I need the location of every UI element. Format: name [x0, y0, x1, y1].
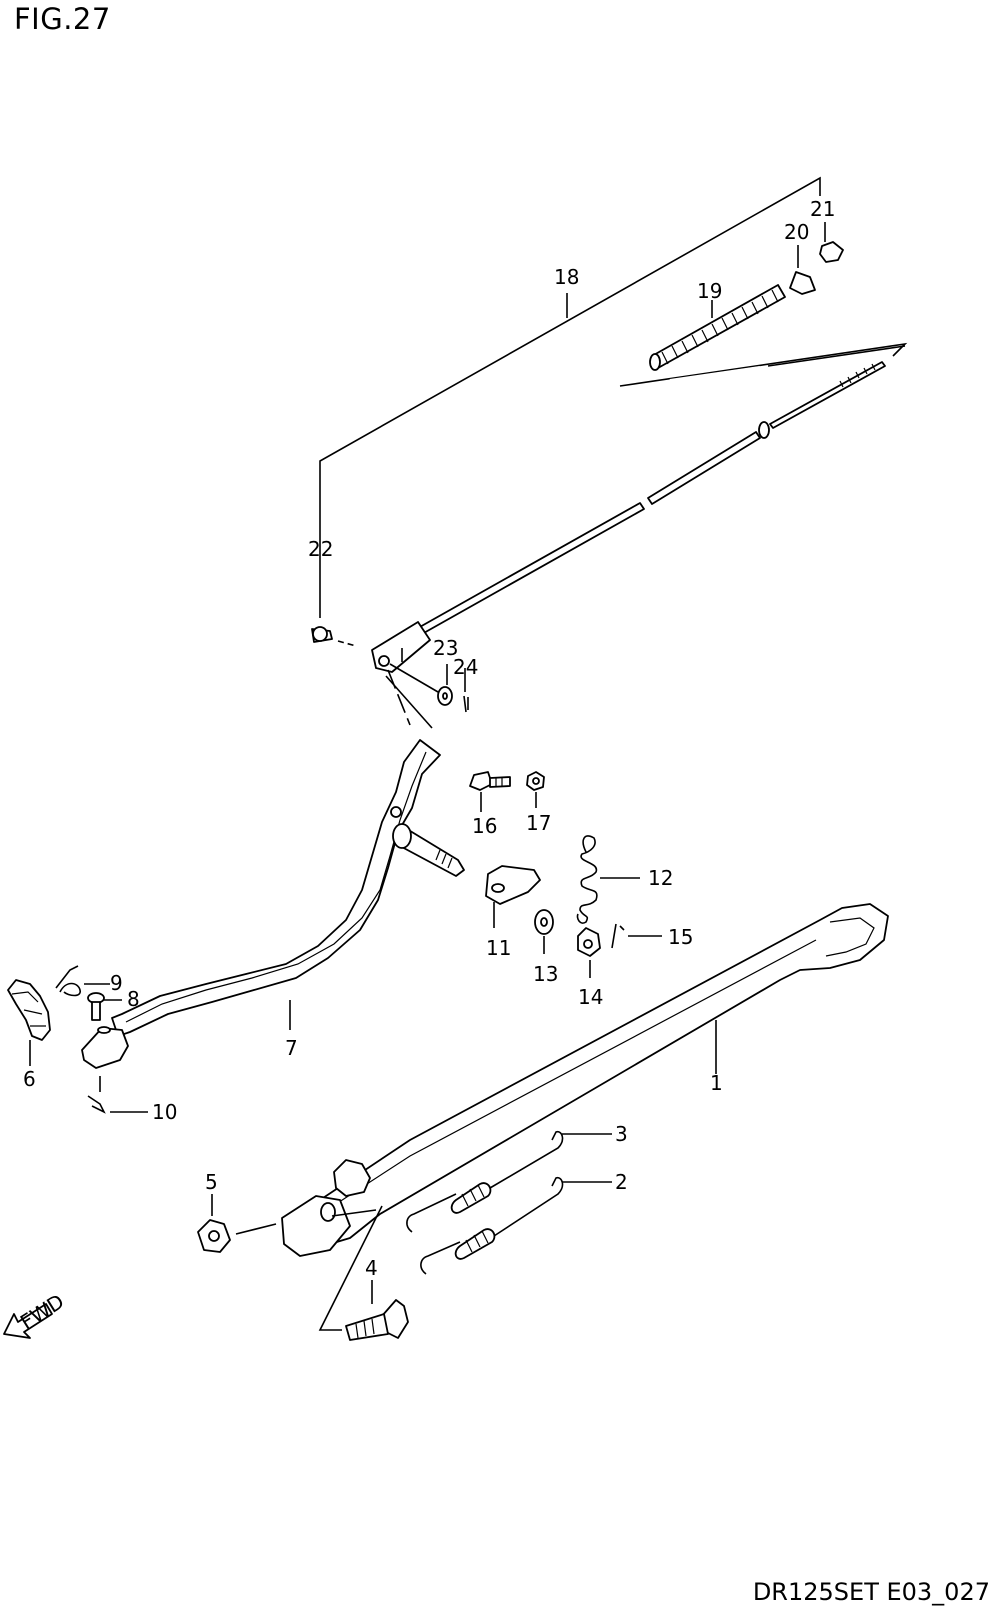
callout-10: 10: [152, 1100, 177, 1124]
callout-8: 8: [127, 987, 140, 1011]
diagram-code: DR125SET E03_027: [752, 1578, 990, 1606]
part-18-rod: [371, 342, 908, 673]
callout-23: 23: [433, 636, 458, 660]
callout-1: 1: [710, 1071, 723, 1095]
callout-labels: 1 2 3 4 5 6 7 8 9 10 11 12 13 14 15 16 1…: [23, 197, 835, 1280]
part-9-spring-clip: [55, 965, 110, 997]
callout-22: 22: [308, 537, 333, 561]
callout-2: 2: [615, 1170, 628, 1194]
callout-17: 17: [526, 811, 551, 835]
callout-24: 24: [453, 655, 478, 679]
part-20-adjuster: [789, 245, 816, 295]
callout-3: 3: [615, 1122, 628, 1146]
part-5-nut: [197, 1194, 277, 1253]
callout-7: 7: [285, 1036, 298, 1060]
cable-bracket-18: [319, 176, 821, 618]
callout-9: 9: [110, 971, 123, 995]
callout-4: 4: [365, 1256, 378, 1280]
part-7-brake-pedal: [81, 739, 465, 1069]
part-10-cotter-pin: [87, 1076, 148, 1114]
callout-13: 13: [533, 962, 558, 986]
callout-11: 11: [486, 936, 511, 960]
part-22-pin: [311, 626, 357, 647]
figure-title: FIG.27: [14, 2, 111, 36]
part-23-washer: [389, 663, 453, 706]
part-3-spring: [406, 1130, 612, 1233]
callout-15: 15: [668, 925, 693, 949]
part-4-bolt: [318, 1205, 409, 1341]
callout-5: 5: [205, 1170, 218, 1194]
part-8-pin: [87, 992, 122, 1021]
part-19-spring: [649, 284, 786, 371]
callout-6: 6: [23, 1067, 36, 1091]
part-13-washer: [534, 909, 554, 954]
part-1-side-stand: [281, 903, 889, 1257]
callout-21: 21: [810, 197, 835, 221]
callout-14: 14: [578, 985, 603, 1009]
part-6-bracket: [7, 979, 51, 1066]
part-24-cotter-pin: [463, 668, 469, 713]
part-12-spring: [576, 835, 640, 924]
fwd-label: FWD: [16, 1289, 68, 1334]
callout-16: 16: [472, 814, 497, 838]
callout-18: 18: [554, 265, 579, 289]
callout-12: 12: [648, 866, 673, 890]
rod-lever-link: [385, 669, 433, 729]
part-11-plate: [485, 865, 541, 928]
part-15-cotter-pin: [611, 923, 662, 949]
part-17-nut: [526, 771, 545, 808]
part-16-bolt: [469, 771, 511, 812]
callout-19: 19: [697, 279, 722, 303]
part-21-nut: [819, 222, 844, 263]
fwd-arrow-icon: FWD: [3, 1289, 68, 1339]
callout-20: 20: [784, 220, 809, 244]
part-14-castle-nut: [577, 927, 601, 978]
part-2-spring: [420, 1176, 612, 1275]
